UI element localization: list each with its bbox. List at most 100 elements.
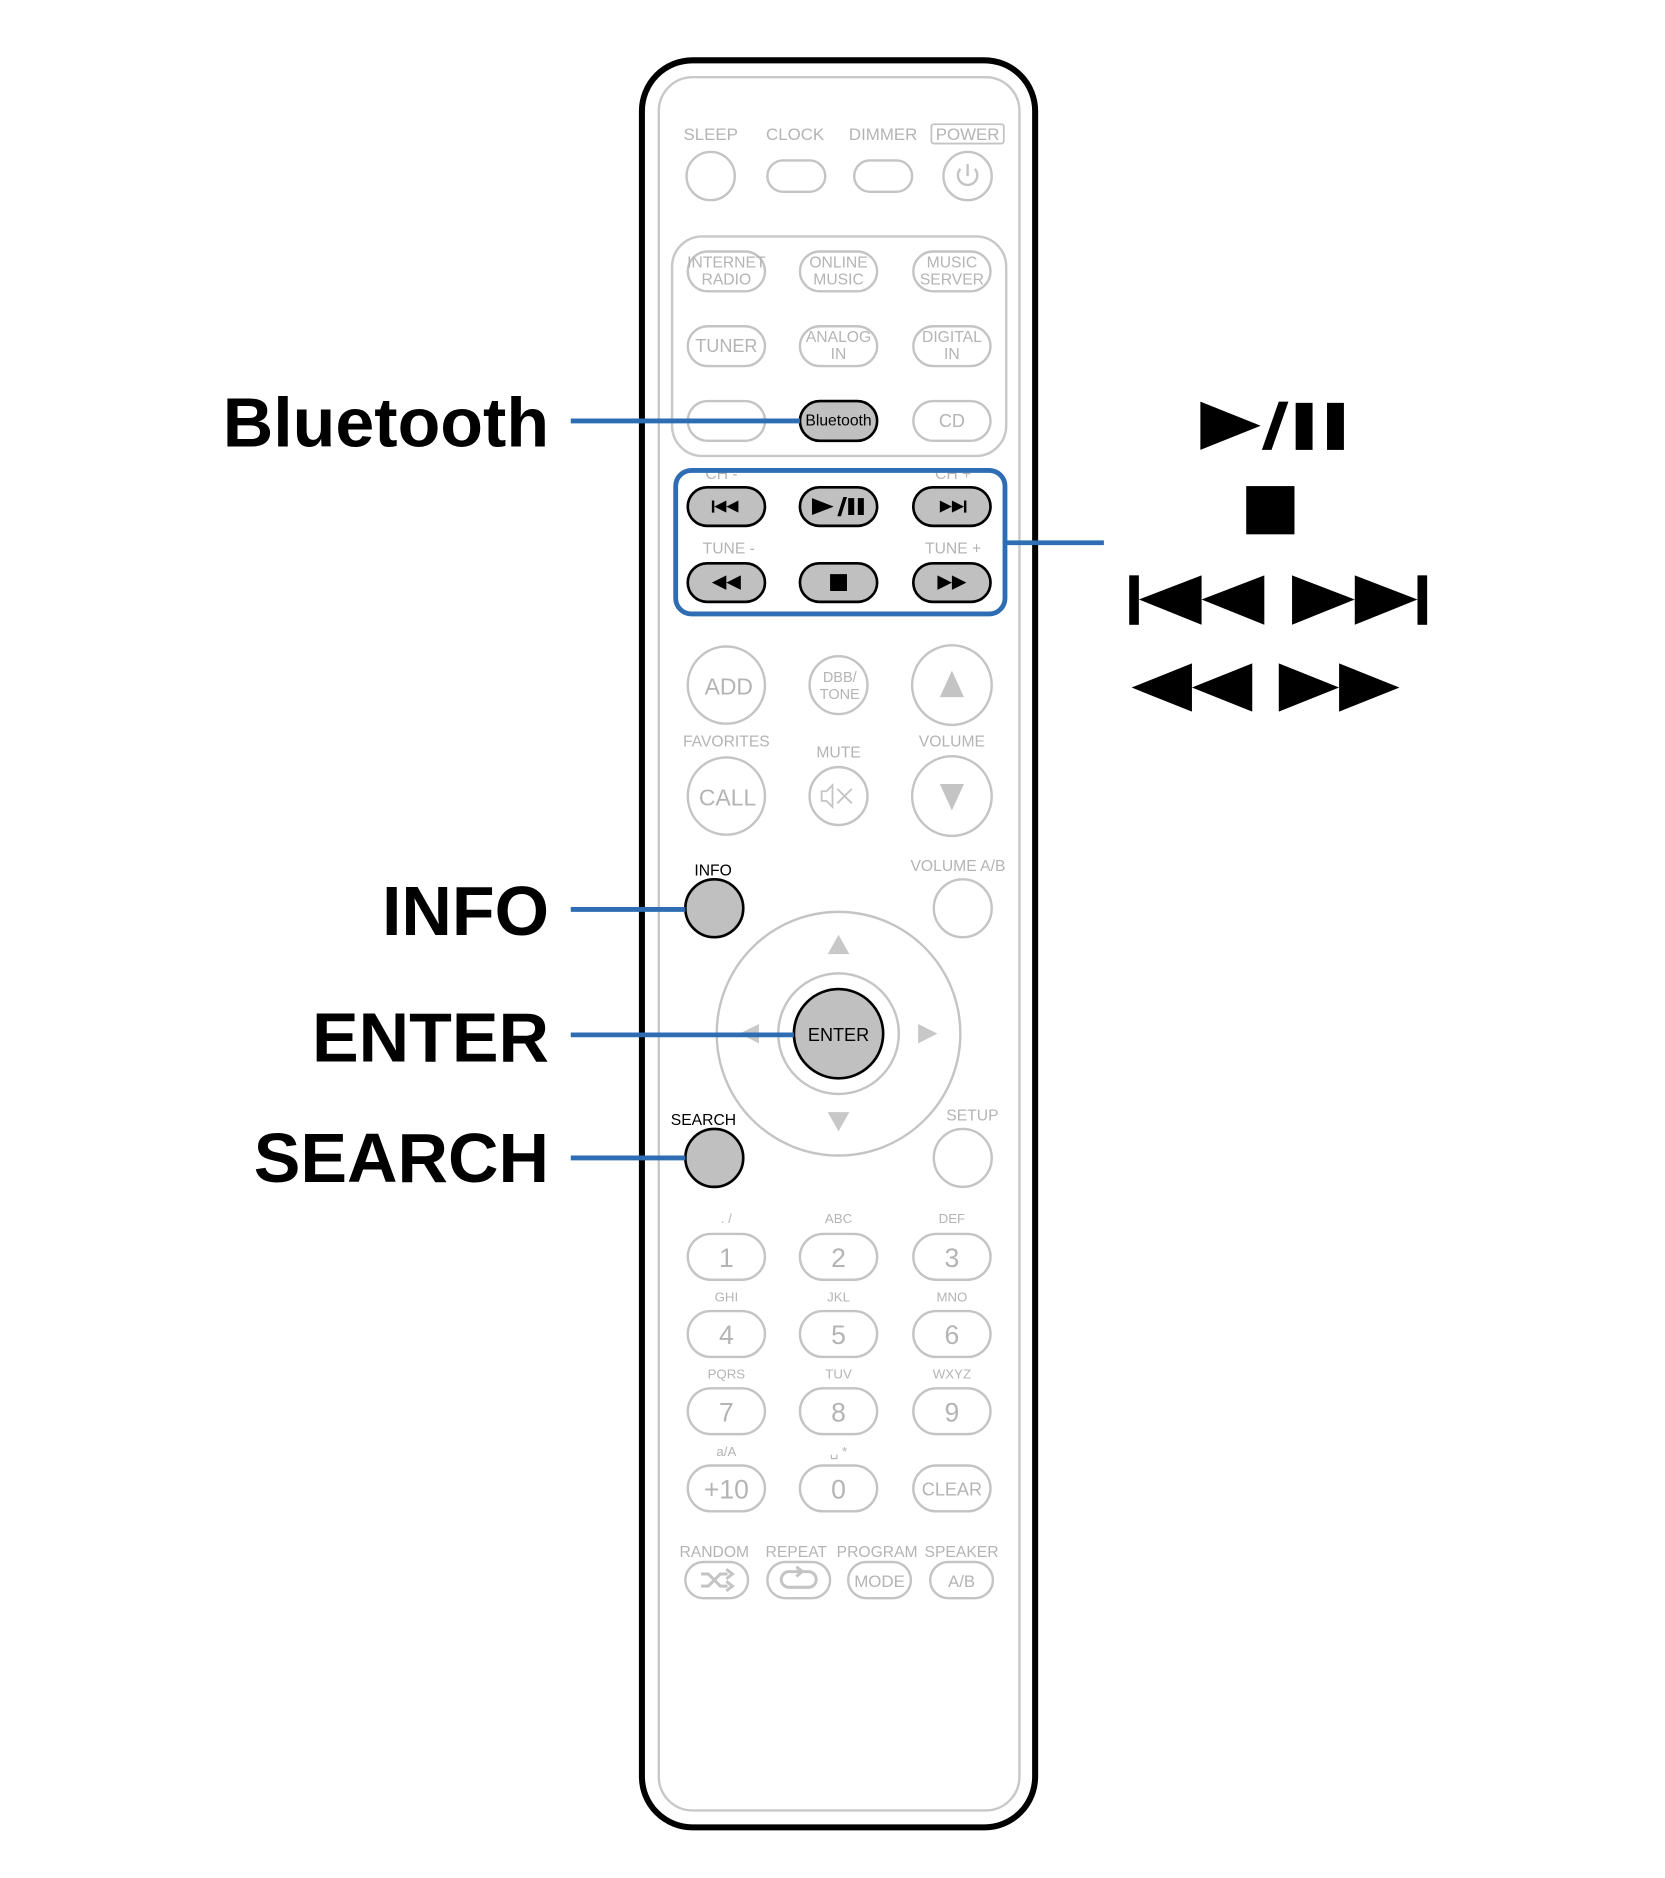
fast-forward-button[interactable] (911, 561, 992, 604)
key-1-button[interactable]: 1 (686, 1232, 767, 1281)
keypad-letters-2: DEF (939, 1211, 966, 1226)
key-9-button[interactable]: 9 (912, 1387, 992, 1436)
rewind-button[interactable] (686, 561, 767, 604)
volume-down-button[interactable] (910, 755, 993, 838)
key-2-button[interactable]: 2 (798, 1232, 879, 1281)
digital-in-button-shape[interactable] (912, 325, 992, 368)
key-7-button-shape[interactable] (686, 1387, 767, 1436)
bluetooth-button[interactable]: Bluetooth (798, 399, 879, 443)
cursor-down-button[interactable] (827, 1112, 850, 1132)
tone-label: TONE (820, 687, 860, 703)
key-3-button-shape[interactable] (912, 1232, 992, 1281)
music-server-label-2: SERVER (920, 271, 984, 288)
tuner-button[interactable]: TUNER (686, 325, 767, 368)
setup-button[interactable] (932, 1127, 993, 1189)
online-music-button-shape[interactable] (798, 250, 879, 293)
dbb-tone-button[interactable]: DBB/TONE (808, 654, 869, 716)
search-button-shape[interactable] (684, 1127, 745, 1189)
key-clear-button-shape[interactable] (912, 1464, 992, 1513)
key-plus10-button[interactable]: +10 (686, 1464, 767, 1513)
key-plus10-button-shape[interactable] (686, 1464, 767, 1513)
music-server-button-shape[interactable] (912, 250, 992, 293)
program-mode-button[interactable]: MODE (846, 1560, 913, 1600)
speaker-ab-button[interactable]: A/B (928, 1560, 995, 1600)
key-8-button[interactable]: 8 (798, 1387, 879, 1436)
arrow-down-icon (827, 1112, 850, 1132)
key-clear-button[interactable]: CLEAR (912, 1464, 992, 1513)
info-button-shape[interactable] (684, 877, 745, 939)
key-2-button-shape[interactable] (798, 1232, 879, 1281)
play-pause-button-shape[interactable] (798, 485, 879, 528)
volume-ab-button-shape[interactable] (932, 878, 993, 939)
key-5-button-shape[interactable] (798, 1309, 879, 1359)
setup-button-shape[interactable] (932, 1127, 993, 1189)
power-button[interactable] (942, 150, 993, 202)
cd-button-shape[interactable] (912, 399, 992, 443)
cursor-right-button[interactable] (918, 1024, 938, 1044)
cd-button[interactable]: CD (912, 399, 992, 443)
mute-icon (820, 783, 853, 810)
key-label: 7 (719, 1397, 734, 1427)
clock-button-shape[interactable] (766, 159, 827, 193)
repeat-button[interactable] (766, 1560, 832, 1600)
digital-in-label-2: IN (944, 346, 960, 363)
program-mode-key-label: MODE (854, 1572, 905, 1591)
speaker-ab-button-shape[interactable] (928, 1560, 995, 1600)
volume-ab-button[interactable] (932, 878, 993, 939)
add-favorites-button[interactable]: ADD (686, 645, 767, 725)
tuner-button-shape[interactable] (686, 325, 767, 368)
key-0-button-shape[interactable] (798, 1464, 879, 1513)
key-1-button-shape[interactable] (686, 1232, 767, 1281)
sleep-button[interactable] (685, 150, 737, 202)
play-pause-button[interactable] (798, 485, 879, 528)
enter-label: ENTER (808, 1025, 869, 1045)
play-pause-icon (1200, 401, 1344, 450)
key-4-button[interactable]: 4 (686, 1309, 767, 1359)
search-button[interactable] (684, 1127, 745, 1189)
label-mute: MUTE (816, 744, 860, 761)
dbb-tone-button-shape[interactable] (808, 654, 869, 716)
call-favorites-button-shape[interactable] (686, 756, 767, 836)
key-6-button-shape[interactable] (912, 1309, 992, 1359)
key-9-button-shape[interactable] (912, 1387, 992, 1436)
volume-up-button[interactable] (910, 644, 993, 727)
key-7-button[interactable]: 7 (686, 1387, 767, 1436)
info-button[interactable] (684, 877, 745, 939)
mute-button-shape[interactable] (808, 765, 869, 827)
random-button-shape[interactable] (684, 1560, 750, 1600)
key-8-button-shape[interactable] (798, 1387, 879, 1436)
mute-button[interactable] (808, 765, 869, 827)
program-mode-button-shape[interactable] (846, 1560, 913, 1600)
dimmer-button[interactable] (853, 159, 914, 193)
key-3-button[interactable]: 3 (912, 1232, 992, 1281)
analog-in-button-shape[interactable] (798, 325, 879, 368)
internet-radio-button-shape[interactable] (686, 250, 767, 293)
key-6-button[interactable]: 6 (912, 1309, 992, 1359)
label-power: POWER (936, 125, 1000, 144)
random-button[interactable] (684, 1560, 750, 1600)
clock-button[interactable] (766, 159, 827, 193)
key-0-button[interactable]: 0 (798, 1464, 879, 1513)
key-4-button-shape[interactable] (686, 1309, 767, 1359)
rewind-icon (711, 575, 741, 590)
cursor-up-button[interactable] (827, 934, 850, 955)
dimmer-button-shape[interactable] (853, 159, 914, 193)
enter-button[interactable]: ENTER (792, 987, 885, 1080)
call-favorites-button[interactable]: CALL (686, 756, 767, 836)
arrow-up-icon (827, 934, 850, 955)
key-label: 8 (831, 1397, 846, 1427)
add-favorites-button-shape[interactable] (686, 645, 767, 725)
skip-back-button[interactable] (686, 485, 767, 528)
sleep-button-shape[interactable] (685, 150, 737, 202)
repeat-button-shape[interactable] (766, 1560, 832, 1600)
skip-forward-button[interactable] (911, 485, 992, 528)
key-5-button[interactable]: 5 (798, 1309, 879, 1359)
keypad-letters-3: GHI (715, 1289, 739, 1304)
stop-button[interactable] (798, 561, 879, 604)
music-server-label-1: MUSIC (927, 254, 978, 271)
